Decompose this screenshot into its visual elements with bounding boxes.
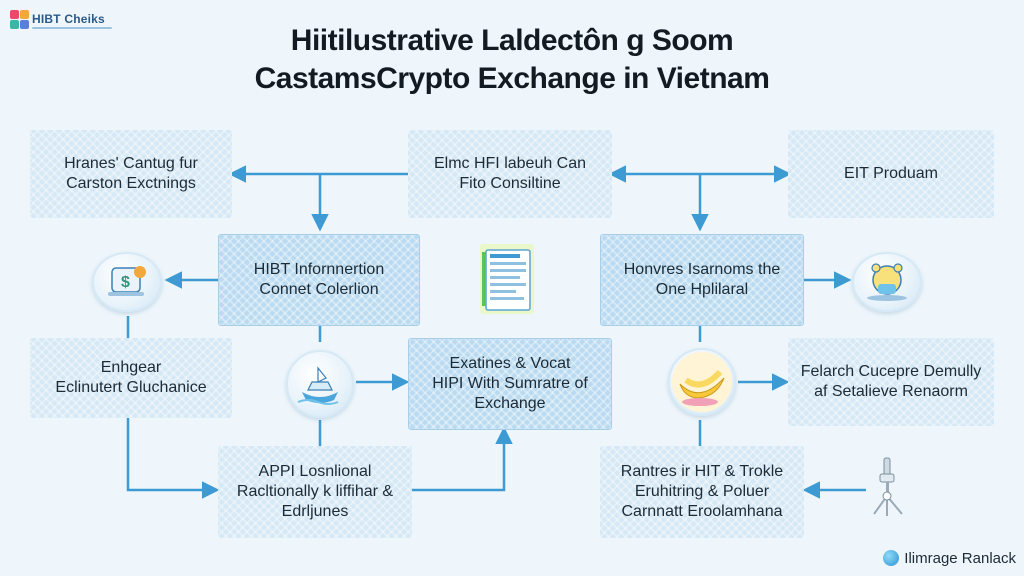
box-b7: Exatines & Vocat HIPI With Sumratre of E… (408, 338, 612, 430)
box-b2-line2: Fito Consiltine (459, 175, 561, 192)
box-b1-line2: Carston Exctnings (66, 175, 196, 192)
box-b10-line3: Carnnatt Eroolamhana (621, 503, 783, 520)
box-b2: Elmc HFI labeuh Can Fito Consiltine (408, 130, 612, 218)
box-b10-line2: Eruhitring & Poluer (634, 483, 770, 500)
banana-icon (668, 348, 736, 416)
box-b4-line1: HIBT Infornnertion (253, 261, 385, 278)
box-b9: APPI Losnlional Racltionally k liffihar … (218, 446, 412, 538)
box-b6-line1: Enhgear (100, 359, 162, 376)
box-b5-line1: Honvres Isarnoms the (623, 261, 781, 278)
box-b8: Felarch Cucepre Demully af Setalieve Ren… (788, 338, 994, 426)
watermark-globe-icon (883, 550, 900, 566)
logo-underline (32, 27, 112, 29)
box-b10: Rantres ir HIT & Trokle Eruhitring & Pol… (600, 446, 804, 538)
svg-text:$: $ (121, 274, 130, 291)
box-b4-line2: Connet Colerlion (259, 281, 379, 298)
document-icon (476, 242, 540, 318)
title-line-2: CastamsCrypto Exchange in Vietnam (254, 62, 770, 95)
money-bag-icon: $ (92, 252, 162, 312)
box-b4: HIBT Infornnertion Connet Colerlion (218, 234, 420, 326)
box-b5: Honvres Isarnoms the One Hplilaral (600, 234, 804, 326)
arrow-b6-down (119, 398, 220, 499)
box-b9-line1: APPI Losnlional (258, 463, 372, 480)
telescope-icon (868, 456, 912, 520)
box-b3-line1: EIT Produam (844, 165, 938, 182)
box-b8-line2: af Setalieve Renaorm (814, 383, 968, 400)
box-b7-line2: HIPI With Sumratre of (432, 375, 588, 392)
box-b5-line2: One Hplilaral (655, 281, 749, 298)
arrow-b9-to-b7 (412, 426, 513, 492)
title-line-1: Hiitilustrative Laldectôn g Soom (290, 24, 734, 57)
box-b3: EIT Produam (788, 130, 994, 218)
logo-text: HIBT Cheiks (32, 12, 105, 26)
box-b7-line1: Exatines & Vocat (449, 355, 571, 372)
box-b9-line2: Racltionally k liffihar & (236, 483, 394, 500)
logo-mark-icon (10, 10, 32, 32)
box-b9-line3: Edrljunes (281, 503, 349, 520)
boat-icon (286, 350, 354, 418)
box-b6: Enhgear Eclinutert Gluchanice (30, 338, 232, 418)
box-b2-line1: Elmc HFI labeuh Can (433, 155, 587, 172)
box-b1: Hranes' Cantug fur Carston Exctnings (30, 130, 232, 218)
box-b10-line1: Rantres ir HIT & Trokle (620, 463, 784, 480)
watermark: Ilimrage Ranlack (883, 546, 1016, 570)
box-b6-line2: Eclinutert Gluchanice (55, 379, 207, 396)
teddy-bear-icon (852, 252, 922, 312)
box-b8-line1: Felarch Cucepre Demully (800, 363, 982, 380)
box-b7-line3: Exchange (474, 395, 546, 412)
page-title: Hiitilustrative Laldectôn g Soom Castams… (0, 22, 1024, 98)
watermark-text: Ilimrage Ranlack (904, 549, 1016, 567)
box-b1-line1: Hranes' Cantug fur (64, 155, 198, 172)
brand-logo: HIBT Cheiks (8, 6, 158, 36)
